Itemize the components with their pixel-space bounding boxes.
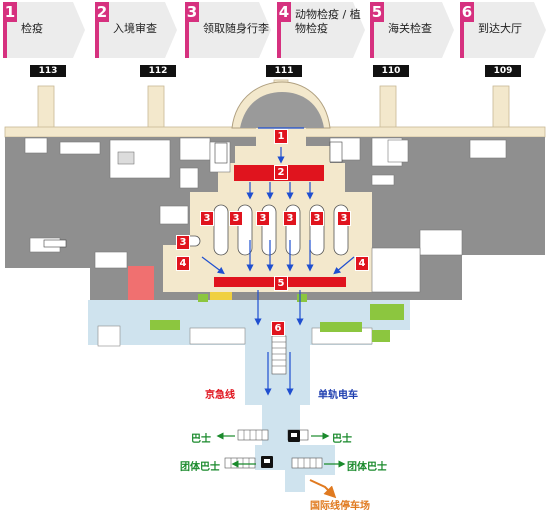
boarding-bridges	[37, 79, 510, 132]
group-bus-stop-icon	[261, 456, 273, 468]
step-number: 6	[460, 2, 474, 22]
step-number: 2	[95, 2, 109, 22]
rooms	[24, 137, 507, 293]
parking-arrow	[309, 479, 337, 499]
red-zone	[128, 266, 154, 300]
marker-quarantine: 1	[274, 129, 288, 144]
procedure-steps: 1 检疫 2 入境审查 3 领取随身行李 4 动物检疫 / 植物检疫 5 海关检…	[0, 0, 549, 62]
step-number: 4	[277, 2, 291, 22]
monorail-label: 单轨电车	[318, 390, 358, 401]
bus-label-left: 巴士	[191, 434, 211, 445]
group-bus-label-right: 团体巴士	[347, 462, 387, 473]
step-arrow-shape	[370, 2, 454, 58]
bus-stop-icon	[288, 430, 300, 442]
step-6: 6 到达大厅	[460, 2, 546, 58]
marker-baggage-1: 3	[200, 211, 214, 226]
green-areas	[150, 294, 404, 342]
step-5: 5 海关检查	[370, 2, 454, 58]
bus-arrows	[216, 432, 346, 468]
step-label: 海关检查	[388, 22, 432, 35]
lower-concourse	[255, 405, 335, 492]
marker-baggage-3: 3	[256, 211, 270, 226]
group-bus-label-left: 团体巴士	[180, 462, 220, 473]
marker-customs: 5	[274, 276, 288, 291]
step-number: 5	[370, 2, 384, 22]
step-arrow-shape	[277, 2, 365, 58]
step-label: 动物检疫 / 植物检疫	[295, 8, 361, 35]
step-arrow-shape	[95, 2, 177, 58]
gate-label-113: 113	[30, 65, 66, 77]
marker-baggage-6: 3	[337, 211, 351, 226]
step-number: 3	[185, 2, 199, 22]
step-label: 检疫	[21, 22, 43, 35]
step-label: 入境审查	[113, 22, 157, 35]
marker-arrival-lobby: 6	[271, 321, 285, 336]
marker-plant-animal-right: 4	[355, 256, 369, 271]
gate-label-110: 110	[373, 65, 409, 77]
marker-baggage-5: 3	[310, 211, 324, 226]
step-label: 领取随身行李	[203, 22, 269, 35]
gate-label-112: 112	[140, 65, 176, 77]
step-arrow-shape	[3, 2, 85, 58]
marker-immigration: 2	[274, 165, 288, 180]
step-accent-bar	[370, 2, 374, 58]
step-arrow-shape	[460, 2, 546, 58]
gate-label-111: 111	[266, 65, 302, 77]
step-accent-bar	[460, 2, 464, 58]
step-accent-bar	[3, 2, 7, 58]
step-accent-bar	[277, 2, 281, 58]
rotunda-inner	[240, 92, 324, 128]
step-label: 到达大厅	[478, 22, 522, 35]
bus-label-right: 巴士	[332, 434, 352, 445]
step-number: 1	[3, 2, 17, 22]
step-accent-bar	[185, 2, 189, 58]
step-arrow-shape	[185, 2, 271, 58]
gate-label-109: 109	[485, 65, 521, 77]
step-3: 3 领取随身行李	[185, 2, 271, 58]
flow-arrows	[201, 147, 355, 396]
step-4: 4 动物检疫 / 植物检疫	[277, 2, 365, 58]
keikyu-line-label: 京急线	[205, 390, 235, 401]
parking-label: 国际线停车场	[310, 501, 370, 512]
marker-baggage-2: 3	[229, 211, 243, 226]
step-2: 2 入境审查	[95, 2, 177, 58]
stairs	[43, 141, 343, 248]
marker-plant-animal-left: 4	[176, 256, 190, 271]
step-accent-bar	[95, 2, 99, 58]
marker-baggage-7: 3	[176, 235, 190, 250]
step-1: 1 检疫	[3, 2, 85, 58]
marker-baggage-4: 3	[283, 211, 297, 226]
